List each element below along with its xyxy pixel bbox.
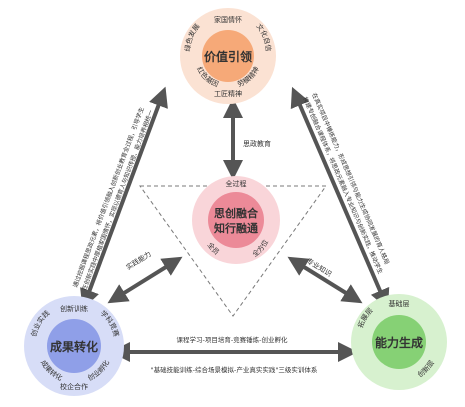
left-side-line2: 在创新实践中厚植家国情怀，实现以德育人与知识传授、能力培养相统一 — [80, 109, 155, 292]
label-bottom-bottom: "基础技能训练-综合场景模拟-产业真实实践"三级实训体系 — [151, 365, 318, 374]
right-ring-0: 基础层 — [389, 299, 410, 308]
left-ring-0: 创新训练 — [60, 304, 88, 313]
right-side-line1: 构建专创融合课程体系，将思政元素融入专业知识与创新实践，推动学生 — [301, 96, 384, 276]
center-ring-0: 全过程 — [226, 179, 247, 188]
label-left-center: 实践能力 — [124, 249, 153, 271]
center-inner-circle — [208, 192, 264, 248]
top-title: 价值引领 — [204, 49, 252, 64]
arrow-top-left — [80, 86, 168, 310]
center-node: 思创融合 知行融通 全过程 全方位 全员 — [192, 176, 280, 264]
arrow-left-center — [107, 256, 183, 304]
left-inner-circle — [47, 319, 101, 373]
right-side-line2: 在真实项目中锤炼能力，形成思想引领与能力生成协同发展的育人格局 — [310, 92, 391, 266]
top-ring-3: 工匠精神 — [214, 89, 242, 98]
arrow-right-center — [287, 256, 363, 304]
arrow-top-right — [290, 86, 390, 310]
center-title-line2: 知行融通 — [213, 221, 258, 235]
label-bottom-top: 课程学习-项目培育-竞赛锤炼-创业孵化 — [176, 335, 288, 344]
label-top-center: 思政教育 — [243, 139, 271, 148]
left-ring-3: 校企合作 — [60, 382, 88, 391]
right-inner-circle — [372, 315, 426, 369]
top-node: 价值引领 家国情怀 文化自信 劳模精神 红色基因 绿色发展 工匠精神 — [180, 8, 276, 104]
top-ring-0: 家国情怀 — [214, 15, 242, 24]
right-node: 能力生成 基础层 拓展层 创新层 — [351, 294, 447, 390]
top-inner-circle — [202, 30, 254, 82]
center-title-line1: 思创融合 — [214, 206, 259, 220]
left-node: 成果转化 创新训练 学科竞赛 创业孵化 成果转化 创业实践 校企合作 — [24, 296, 124, 396]
left-title: 成果转化 — [50, 339, 98, 354]
right-title: 能力生成 — [375, 335, 423, 350]
